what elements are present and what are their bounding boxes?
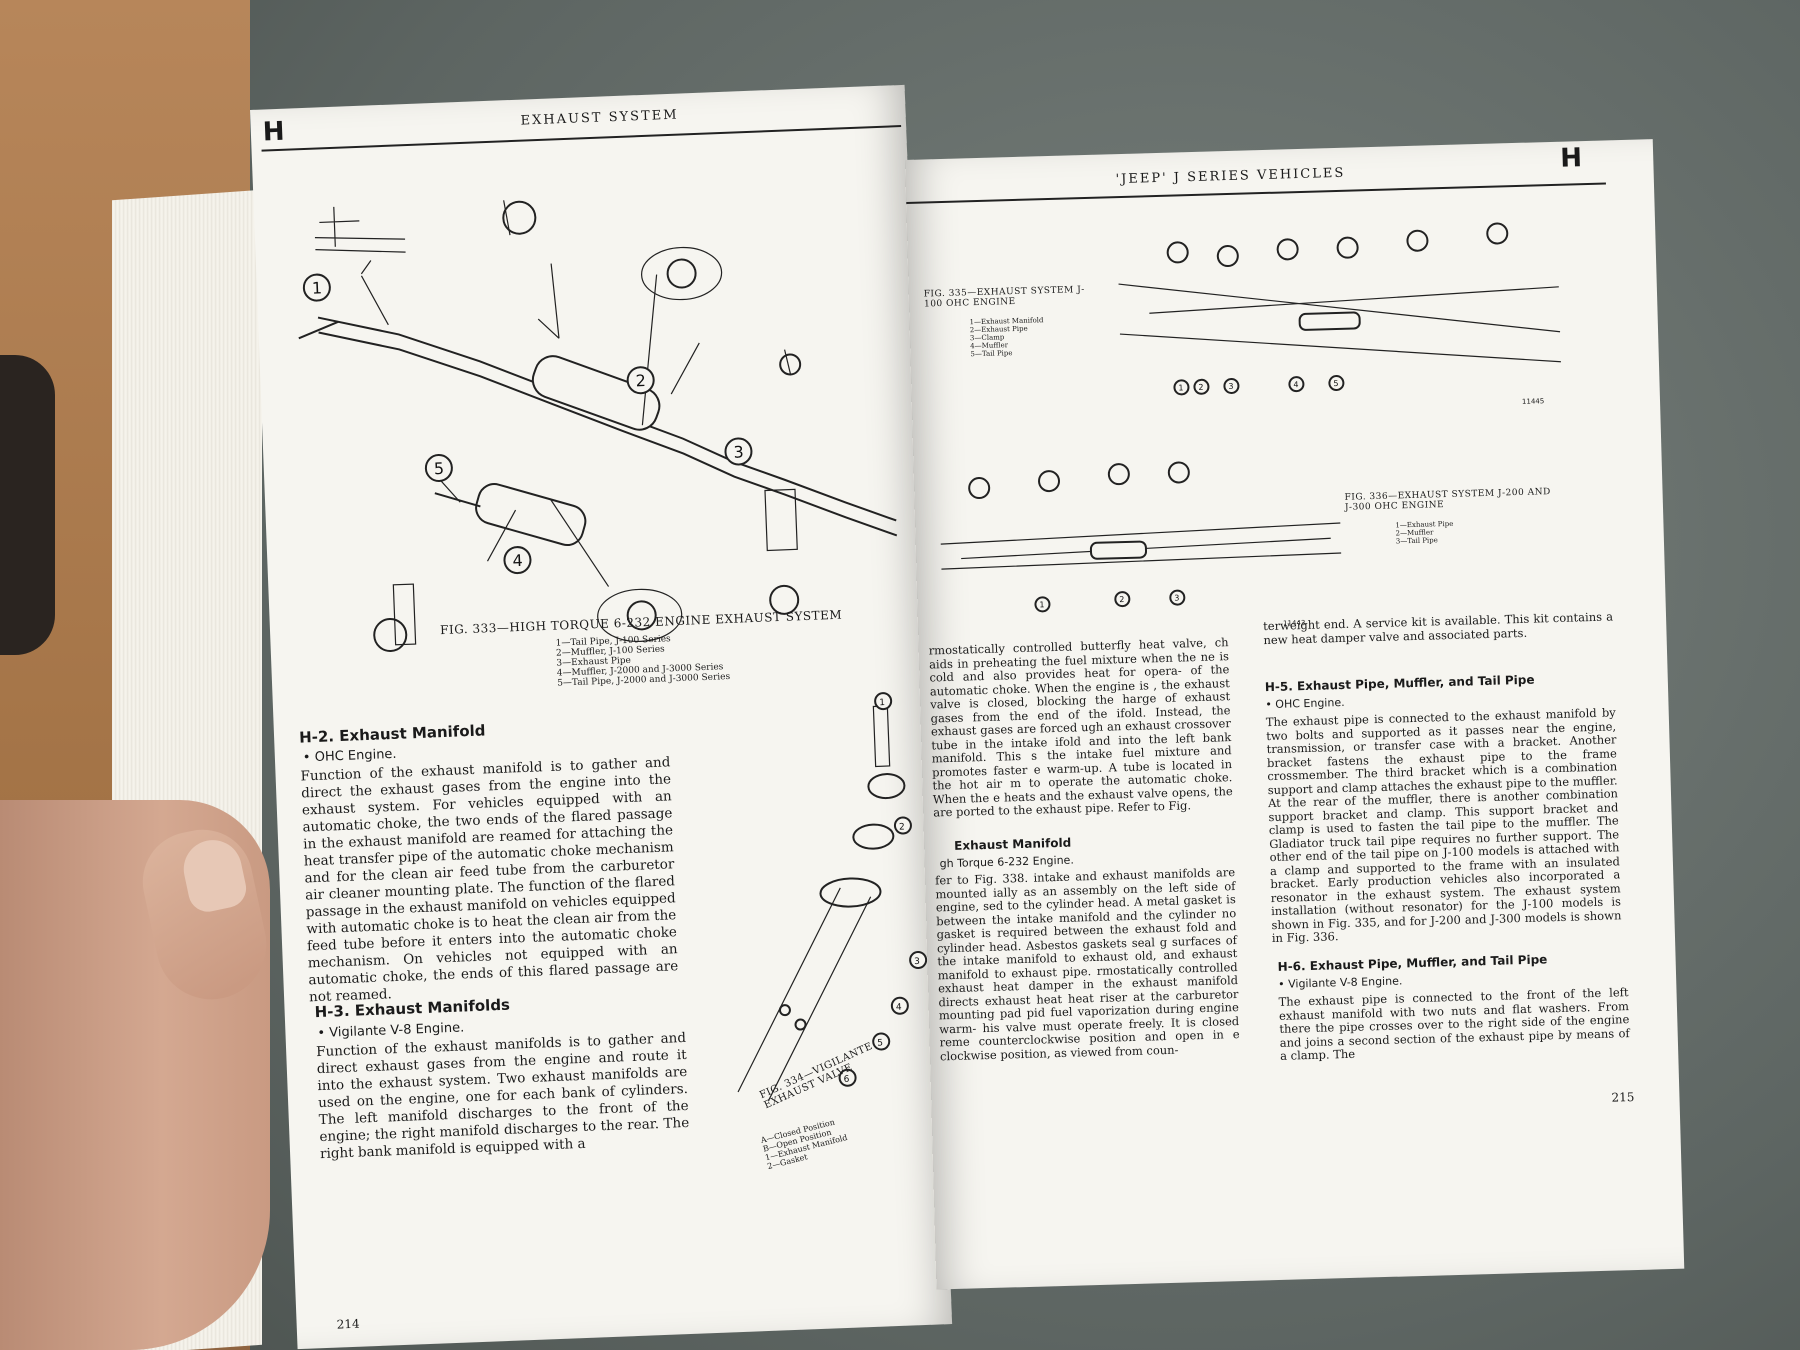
- fig334-callout-5: 5: [877, 1038, 883, 1048]
- right-page: 'Jeep' J SERIES VEHICLES H 1 2 3 4 5 FIG…: [905, 139, 1685, 1290]
- h3-bullet: • Vigilante V-8 Engine.: [317, 1020, 465, 1042]
- h6-bullet: • Vigilante V-8 Engine.: [1277, 974, 1403, 991]
- fig334-valve-diagram: 1 2 3 4 5 6: [737, 692, 928, 1102]
- left-page: H EXHAUST SYSTEM 1 2 3: [250, 84, 953, 1350]
- running-head: EXHAUST SYSTEM: [520, 107, 679, 129]
- fig336-diagram: 1 2 3: [940, 461, 1342, 613]
- fig335-callout-1: 1: [1178, 383, 1183, 392]
- box-handle-hole: [0, 355, 55, 655]
- fig333-caption: FIG. 333—HIGH TORQUE 6-232 ENGINE EXHAUS…: [439, 607, 843, 638]
- h2-bullet: • OHC Engine.: [302, 746, 397, 766]
- running-head: 'Jeep' J SERIES VEHICLES: [1115, 165, 1346, 188]
- h6-body: The exhaust pipe is connected to the fro…: [1278, 985, 1630, 1063]
- callout-5: 5: [434, 459, 445, 478]
- section-letter: H: [262, 116, 286, 148]
- fig336-callout-1: 1: [1039, 600, 1044, 609]
- fig335-callout-2: 2: [1198, 383, 1203, 392]
- callout-2: 2: [635, 371, 646, 390]
- fig333-exhaust-diagram: 1 2 3 4 5: [298, 200, 898, 653]
- fig334-callout-1: 1: [879, 698, 885, 708]
- fig335-legend: 1—Exhaust Manifold 2—Exhaust Pipe 3—Clam…: [969, 316, 1044, 358]
- fig336-callout-3: 3: [1174, 594, 1179, 603]
- header-rule: [906, 182, 1606, 204]
- fig334-callout-4: 4: [896, 1003, 902, 1013]
- legend-item: 5—Tail Pipe: [970, 349, 1013, 359]
- fig336-callout-2: 2: [1119, 595, 1124, 604]
- h5-heading: H-5. Exhaust Pipe, Muffler, and Tail Pip…: [1264, 672, 1535, 695]
- page-number-right: 215: [1611, 1090, 1635, 1105]
- callout-3: 3: [733, 442, 744, 461]
- fig334-legend: A—Closed Position B—Open Position 1—Exha…: [760, 1115, 851, 1172]
- fig333-legend: 1—Tail Pipe, J-100 Series 2—Muffler, J-1…: [556, 632, 731, 688]
- fig336-caption: FIG. 336—EXHAUST SYSTEM J-200 AND J-300 …: [1344, 487, 1551, 513]
- legend-item: 3—Tail Pipe: [1395, 536, 1438, 546]
- fig335-caption: FIG. 335—EXHAUST SYSTEM J-100 OHC ENGINE: [923, 285, 1085, 310]
- section-letter: H: [1559, 143, 1583, 174]
- col2-continued-text: terweight end. A service kit is availabl…: [1262, 609, 1614, 647]
- h5-body: The exhaust pipe is connected to the exh…: [1265, 705, 1622, 946]
- fig334-callout-2: 2: [899, 822, 905, 832]
- h4-bullet: gh Torque 6-232 Engine.: [939, 853, 1075, 871]
- fig335-number: 11445: [1521, 397, 1545, 406]
- page-number-left: 214: [336, 1316, 360, 1332]
- h4-body: fer to Fig. 338. intake and exhaust mani…: [934, 865, 1240, 1063]
- callout-4: 4: [512, 551, 523, 570]
- col1-continued-text: rmostatically controlled butterfly heat …: [928, 635, 1233, 820]
- h2-heading: H-2. Exhaust Manifold: [298, 721, 486, 747]
- header-rule: [261, 125, 902, 152]
- h4-heading: Exhaust Manifold: [953, 835, 1072, 853]
- fig334-callout-3: 3: [914, 957, 920, 967]
- h3-body: Function of the exhaust manifolds is to …: [315, 1029, 690, 1163]
- fig335-callout-5: 5: [1333, 379, 1338, 388]
- fig335-callout-3: 3: [1228, 382, 1233, 391]
- fig335-callout-4: 4: [1293, 380, 1298, 389]
- fig336-legend: 1—Exhaust Pipe 2—Muffler 3—Tail Pipe: [1395, 520, 1454, 546]
- h2-body: Function of the exhaust manifold is to g…: [300, 754, 679, 1006]
- fig334-callout-6: 6: [843, 1075, 849, 1085]
- callout-1: 1: [312, 278, 323, 297]
- fig335-diagram: 1 2 3 4 5: [1118, 222, 1561, 396]
- h6-heading: H-6. Exhaust Pipe, Muffler, and Tail Pip…: [1277, 952, 1548, 974]
- h5-bullet: • OHC Engine.: [1265, 695, 1345, 712]
